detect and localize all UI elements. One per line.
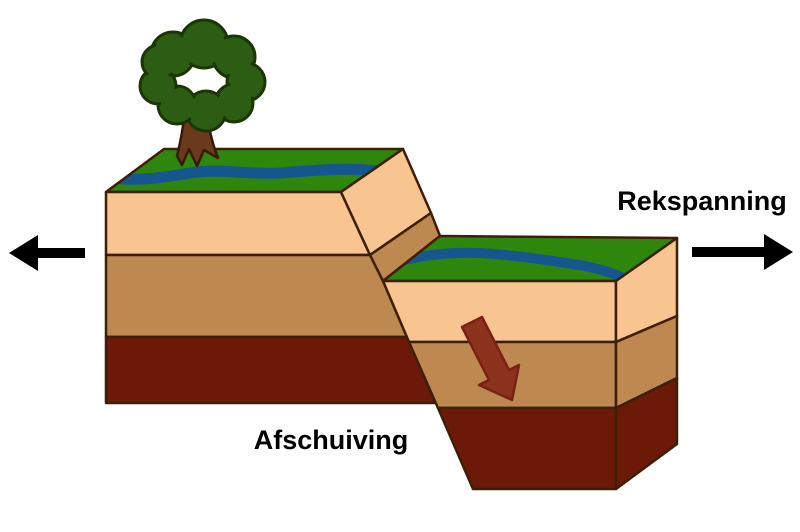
tension-arrow-right-icon xyxy=(692,234,793,270)
left-block-river xyxy=(106,163,384,185)
tension-label: Rekspanning xyxy=(617,186,787,216)
left-block-subsoil-layer xyxy=(104,253,409,339)
right-block-sand-layer xyxy=(381,279,618,344)
right-block-river xyxy=(391,247,627,281)
tension-arrow-left-icon xyxy=(9,235,85,271)
tree xyxy=(138,18,267,168)
right-block-side-bedrock xyxy=(614,376,679,491)
right-block xyxy=(381,234,679,491)
left-block-bedrock-layer xyxy=(104,335,438,405)
fault-type-label: Afschuiving xyxy=(254,425,409,455)
slip-direction-arrow-icon xyxy=(460,315,521,402)
left-block-sand-layer xyxy=(104,190,372,257)
right-block-bedrock-layer xyxy=(436,406,618,491)
tree-foliage xyxy=(138,18,267,133)
